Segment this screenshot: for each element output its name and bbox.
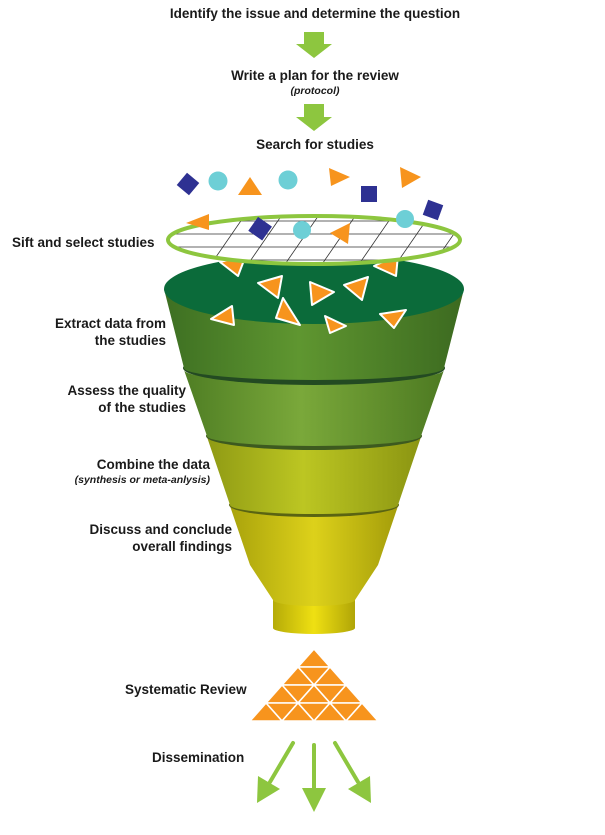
dissemination-label: Dissemination [152,750,245,765]
studies-on-sieve [186,199,444,244]
studies-in-funnel [210,254,407,334]
sieve-ring [166,214,462,266]
funnel [164,254,464,634]
step-combine-label: Combine the data [96,457,210,472]
step-identify-label: Identify the issue and determine the que… [169,6,461,21]
systematic-review-pyramid-icon [249,648,379,722]
step-combine-note: (synthesis or meta-anlysis) [74,474,210,486]
step-discuss-label-line2: overall findings [132,539,232,554]
arrow-down-icon [296,104,332,131]
step-plan-note: (protocol) [290,85,340,97]
search-results-shapes [176,167,421,202]
step-sift-label: Sift and select studies [12,235,155,250]
step-plan-label: Write a plan for the review [231,68,399,83]
step-assess-label-line2: of the studies [98,400,186,415]
systematic-review-label: Systematic Review [125,682,247,697]
step-discuss-label-line1: Discuss and conclude [89,522,232,537]
step-extract-label-line1: Extract data from [54,316,166,331]
step-search-label: Search for studies [256,137,374,152]
arrow-down-icon [296,32,332,58]
dissemination-arrows-icon [257,741,371,812]
step-assess-label-line1: Assess the quality [67,383,186,398]
step-extract-label-line2: the studies [94,333,166,348]
